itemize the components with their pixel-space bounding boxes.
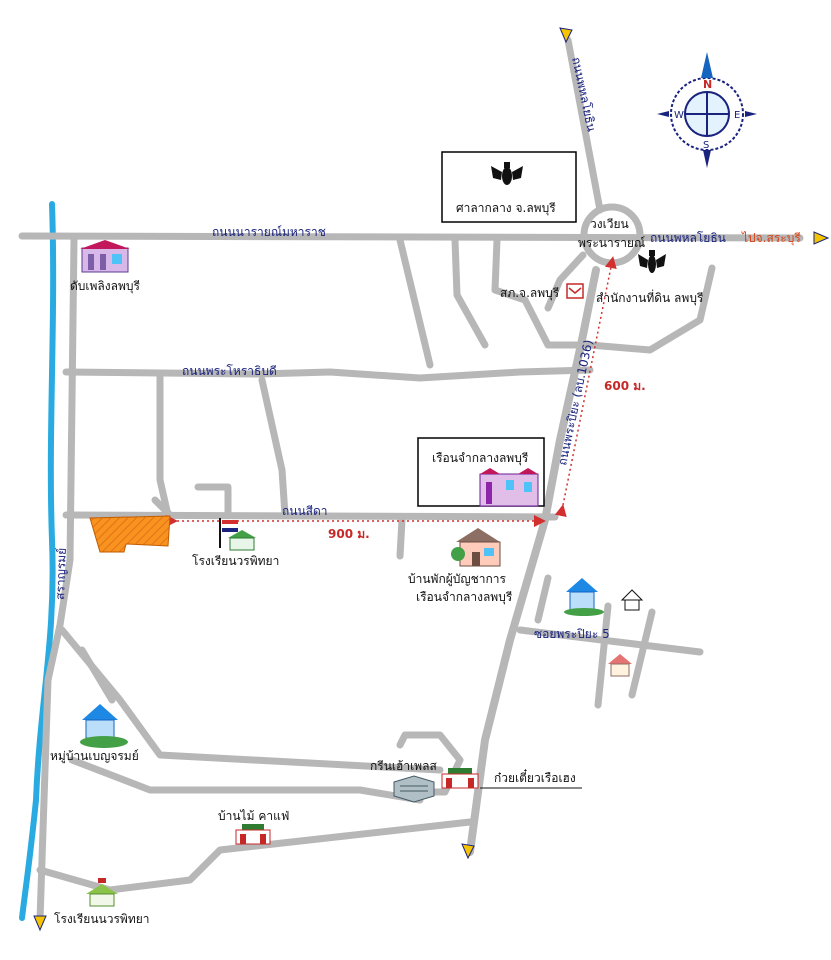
- apartment-building-icon: [393, 775, 435, 803]
- residence-label-2: เรือนจำกลางลพบุรี: [416, 590, 513, 605]
- police-station-label: สภ.จ.ลพบุรี: [500, 286, 560, 301]
- road-label-horathibodi: ถนนพระโหราธิบดี: [182, 364, 277, 378]
- compass-west: W: [674, 110, 684, 121]
- fire-station-icon: [80, 240, 130, 273]
- prison-label: เรือนจำกลางลพบุรี: [432, 451, 529, 466]
- prison-building-icon: [479, 468, 539, 507]
- road-label-to-saraburi: ไปจ.สระบุรี: [741, 231, 801, 246]
- road-arrows: [33, 27, 830, 932]
- house-icon: [608, 654, 632, 677]
- distance-label-900: 900 ม.: [328, 527, 370, 541]
- green-house-label: กรีนเฮ้าเพลส: [370, 759, 437, 773]
- land-plot: [89, 515, 171, 553]
- roundabout-label-2: พระนารายณ์: [578, 236, 645, 250]
- road-label-phahon-east: ถนนพหลโยธิน: [650, 231, 726, 245]
- city-hall-box: [441, 151, 577, 223]
- coffee-shop-label: บ้านไม้ คาแฟ่: [218, 809, 289, 823]
- road-label-sida: ถนนสีดา: [282, 504, 328, 518]
- compass-east: E: [734, 110, 740, 121]
- compass-south: S: [703, 140, 709, 151]
- cafe-icon: [235, 824, 271, 845]
- school-mid-label: โรงเรียนวรพิทยา: [192, 554, 279, 568]
- shop-icon: [441, 768, 479, 789]
- school-building-icon: [228, 530, 256, 551]
- residence-label-1: บ้านพักผู้บัญชาการ: [408, 572, 506, 587]
- school-bottom-label: โรงเรียนนวรพิทยา: [54, 912, 150, 926]
- canal: [19, 201, 57, 921]
- fire-station-label: ดับเพลิงลพบุรี: [70, 279, 141, 294]
- land-office-icon: [638, 250, 666, 273]
- small-house-icon: [620, 589, 644, 611]
- land-office-label: สำนักงานที่ดิน ลพบุรี: [596, 289, 704, 306]
- distance-label-600: 600 ม.: [604, 379, 646, 393]
- village-label: หมู่บ้านเบญจรมย์: [50, 749, 139, 764]
- road-label-narai: ถนนนารายณ์มหาราช: [212, 225, 326, 239]
- village-house-icon: [80, 704, 128, 748]
- compass-north: N: [703, 78, 712, 91]
- city-hall-label: ศาลากลาง จ.ลพบุรี: [456, 201, 556, 216]
- distance-line-vertical: [554, 256, 617, 518]
- roundabout-label-1: วงเวียน: [590, 217, 629, 231]
- school-bottom-icon: [86, 878, 118, 907]
- garuda-icon: [491, 162, 523, 185]
- compass-icon: N S W E: [657, 52, 757, 168]
- road-label-soi-5: ซอยพระปิยะ 5: [534, 627, 610, 641]
- road-label-phahon-top: ถนนพหลโยธิน: [569, 56, 598, 133]
- noodle-shop-label: ก๋วยเตี๋ยวเรือเฮง: [494, 768, 576, 785]
- school-flag-icon: [219, 518, 238, 548]
- house-icon: [564, 578, 604, 616]
- police-station-icon: [566, 283, 584, 299]
- road-label-canal: สราญรมย์: [53, 548, 69, 601]
- residence-house-icon: [451, 528, 501, 567]
